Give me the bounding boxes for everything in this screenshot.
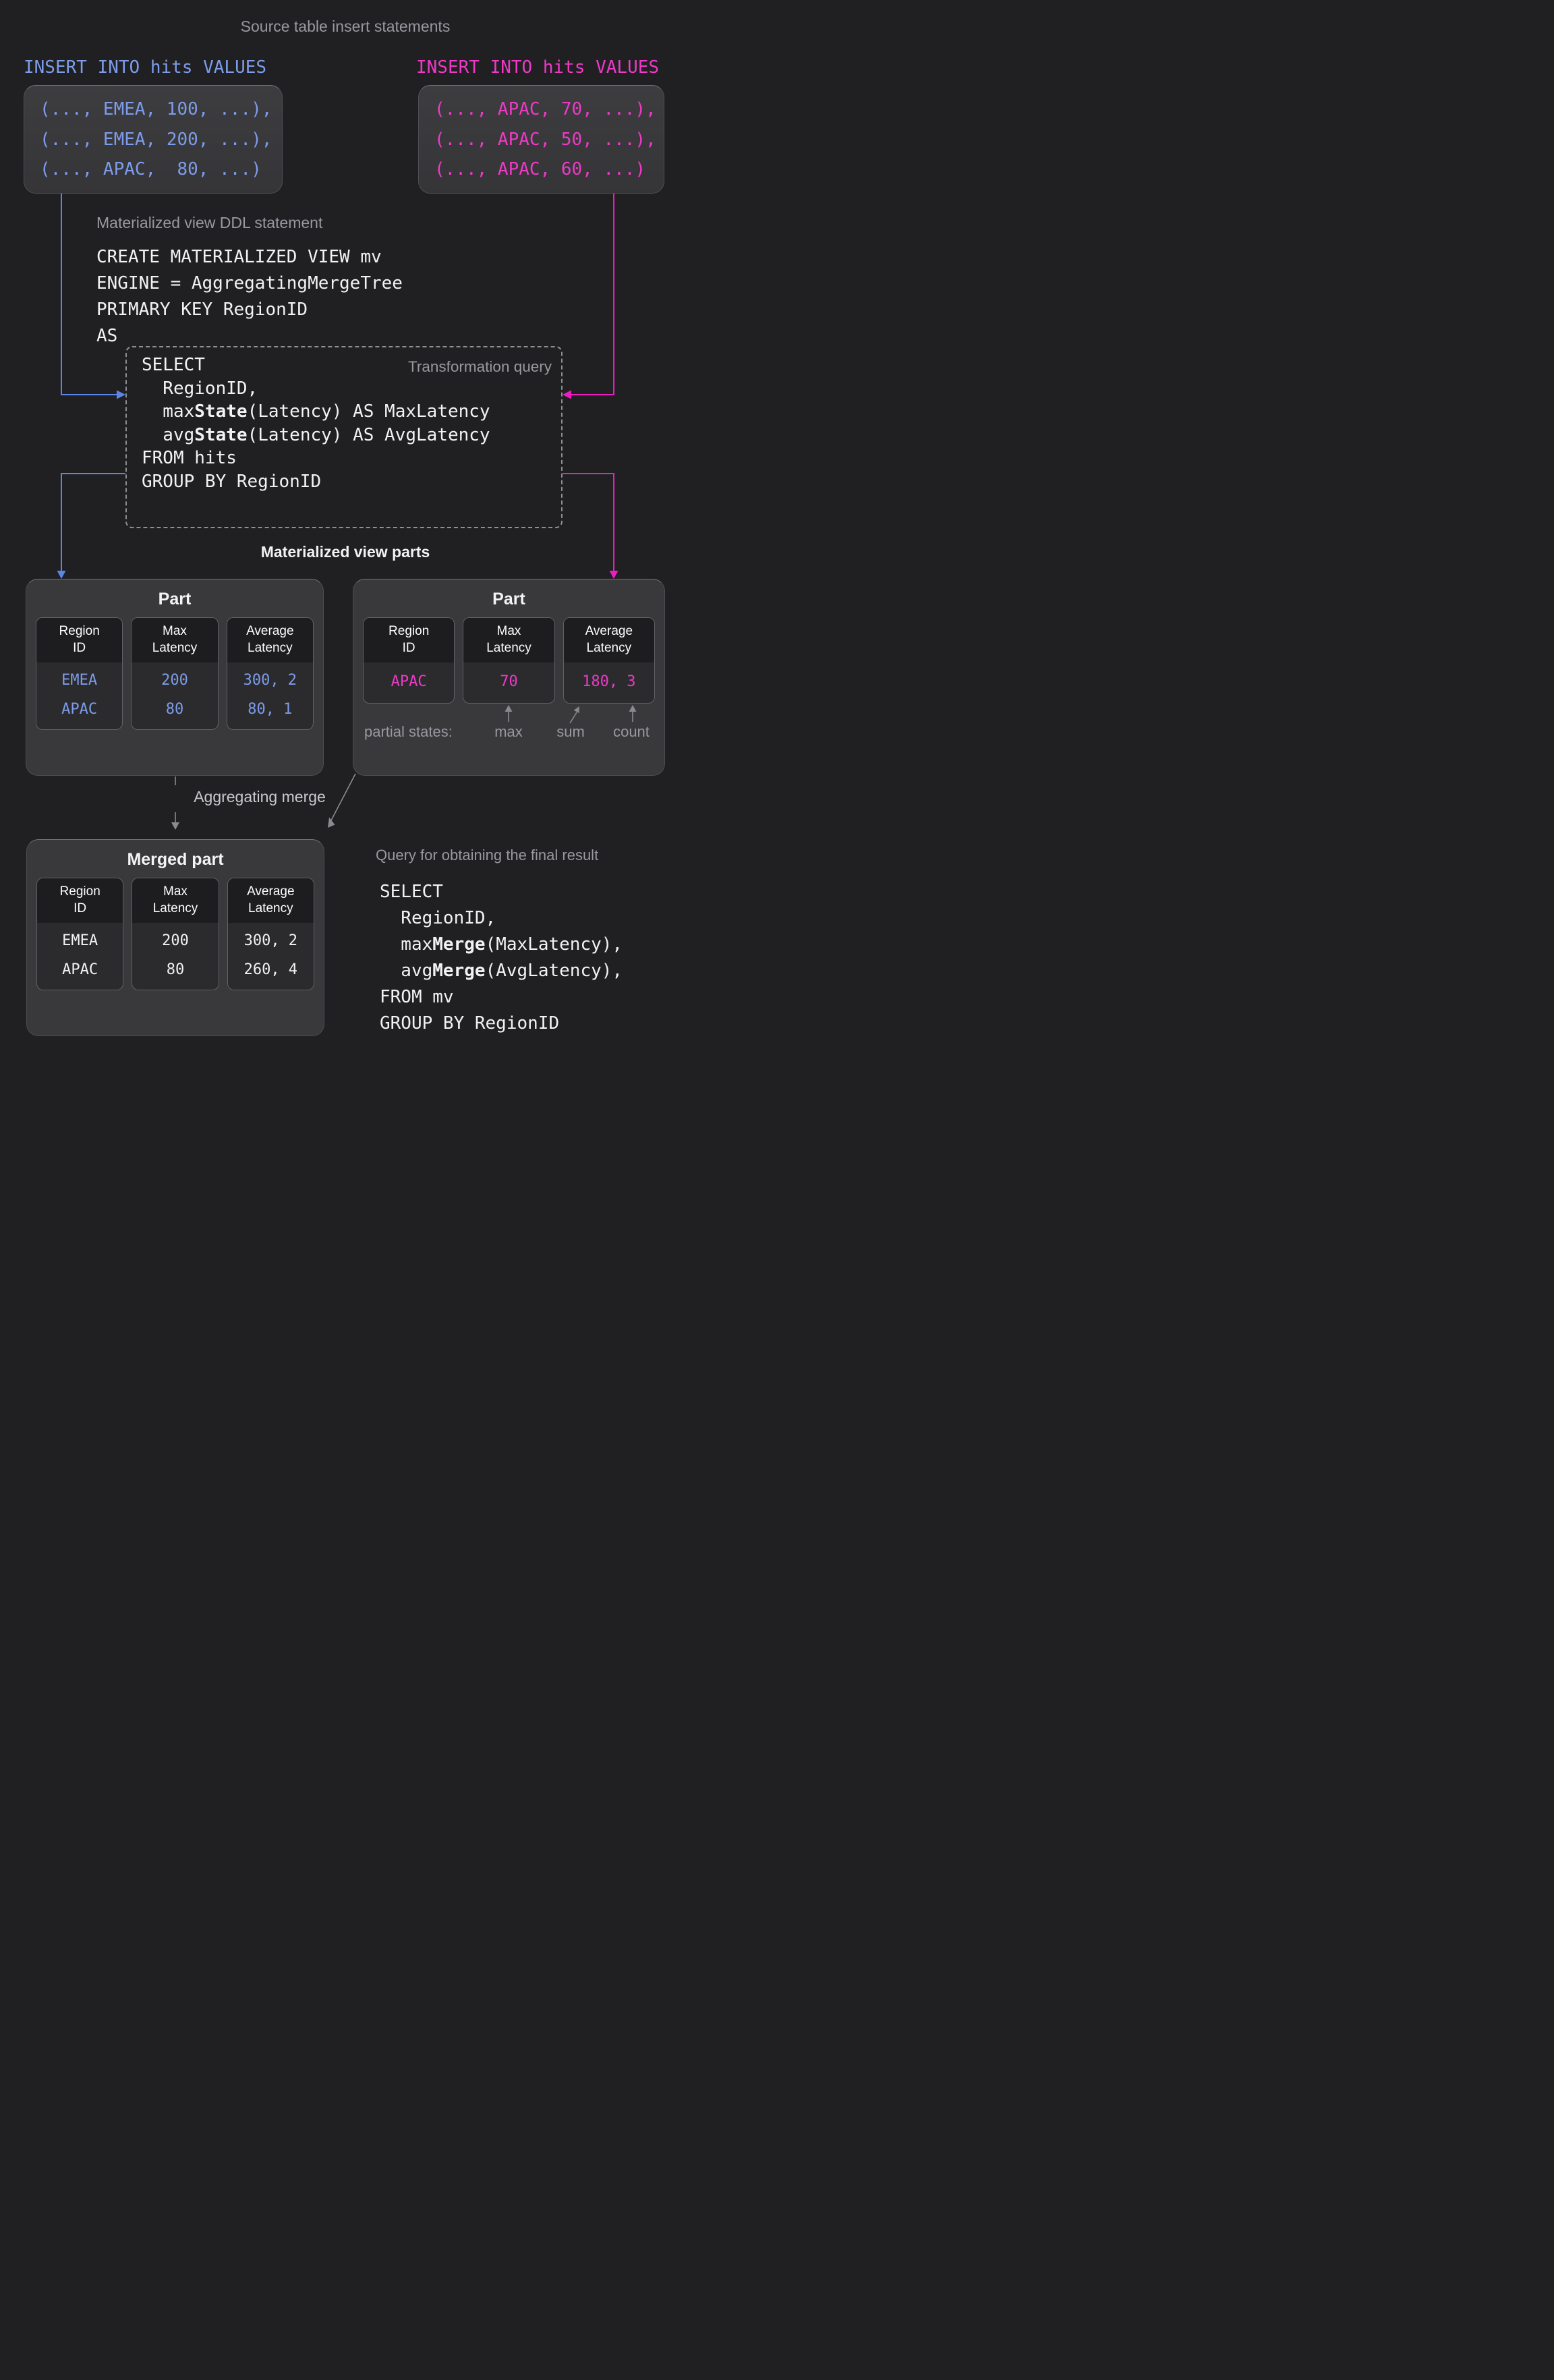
cell: APAC [62,961,98,979]
cell: 80, 1 [248,701,292,718]
column-values: 200 80 [132,662,217,729]
column-header: MaxLatency [463,618,554,662]
code-line: GROUP BY RegionID [142,470,490,494]
table-column: MaxLatency 70 [463,617,554,704]
aggregating-merge-label: Aggregating merge [159,788,361,806]
column-values: EMEA APAC [36,662,122,729]
cell: APAC [391,673,427,691]
code-line: RegionID, [142,377,490,401]
merge-arrowhead-down-icon [171,822,179,830]
cell: APAC [61,701,97,718]
code-line: SELECT [142,353,490,377]
code-line: FROM hits [142,447,490,470]
code-line: (..., EMEA, 100, ...), [40,94,282,125]
pink-connector-in [569,194,614,395]
code-line: avgState(Latency) AS AvgLatency [142,424,490,447]
code-line: GROUP BY RegionID [380,1011,623,1037]
column-values: APAC [364,662,454,703]
part-box-right: Part RegionID APAC MaxLatency 70 AverageLate… [353,579,665,776]
part-box-left: Part RegionID EMEA APAC MaxLatency 200 80 Aver… [26,579,324,776]
partial-sum-label: sum [550,723,591,741]
column-values: 70 [463,662,554,703]
code-line: RegionID, [380,905,623,932]
table-column: MaxLatency 200 80 [131,617,218,730]
column-values: EMEA APAC [37,923,123,990]
table-column: RegionID EMEA APAC [36,617,123,730]
insert-left-values: (..., EMEA, 100, ...),(..., EMEA, 200, .… [24,86,282,185]
code-line: PRIMARY KEY RegionID [96,297,403,323]
code-line: (..., APAC, 70, ...), [434,94,664,125]
cell: EMEA [62,932,98,950]
partial-max-label: max [488,723,529,741]
page-title: Source table insert statements [0,18,691,36]
cell: 70 [500,673,518,691]
ddl-label: Materialized view DDL statement [96,214,322,232]
table-column: AverageLatency 180, 3 [563,617,655,704]
diagram-canvas: Source table insert statements INSERT IN… [0,0,691,1058]
part-title: Part [26,589,323,609]
code-line: FROM mv [380,984,623,1011]
code-line: maxState(Latency) AS MaxLatency [142,400,490,424]
cell: 300, 2 [244,932,297,950]
column-header: MaxLatency [132,618,217,662]
pink-arrowhead-down-icon [610,571,618,579]
pink-arrowhead-left-icon [563,391,571,399]
cell: 80 [166,701,184,718]
merge-diagonal-arrowhead-icon [328,818,335,828]
column-values: 180, 3 [564,662,654,703]
column-values: 300, 2 260, 4 [228,923,314,990]
merged-part-box: Merged part RegionIDEMEAAPACMaxLatency20… [26,839,324,1036]
column-header: AverageLatency [227,618,313,662]
final-query-code: SELECT RegionID, maxMerge(MaxLatency), a… [380,879,623,1037]
table-column: AverageLatency 300, 2 80, 1 [227,617,314,730]
column-header: RegionID [37,878,123,923]
part-title: Part [353,589,664,609]
cell: 300, 2 [243,672,297,689]
part-table: RegionID EMEA APAC MaxLatency 200 80 AverageLa… [26,609,323,730]
column-values: 300, 2 80, 1 [227,662,313,729]
final-query-label: Query for obtaining the final result [376,847,598,864]
table-column: MaxLatency 200 80 [132,878,219,990]
insert-right-values: (..., APAC, 70, ...),(..., APAC, 50, ...… [419,86,664,185]
partial-states-label: partial states: [364,723,453,741]
code-line: avgMerge(AvgLatency), [380,958,623,984]
insert-left-box: (..., EMEA, 100, ...),(..., EMEA, 200, .… [24,85,283,194]
column-header: AverageLatency [564,618,654,662]
code-line: (..., EMEA, 200, ...), [40,125,282,155]
materialized-view-parts-heading: Materialized view parts [0,543,691,561]
blue-arrowhead-right-icon [117,391,125,399]
part-table: RegionID APAC MaxLatency 70 AverageLatency 18… [353,609,664,704]
cell: 200 [161,672,188,689]
code-line: (..., APAC, 60, ...) [434,154,664,185]
cell: 260, 4 [244,961,297,979]
code-line: (..., APAC, 50, ...), [434,125,664,155]
column-header: MaxLatency [132,878,218,923]
code-line: CREATE MATERIALIZED VIEW mv [96,244,403,271]
table-column: RegionID APAC [363,617,455,704]
column-header: RegionID [36,618,122,662]
cell: 80 [167,961,185,979]
code-line: SELECT [380,879,623,905]
column-header: AverageLatency [228,878,314,923]
cell: 200 [162,932,189,950]
code-line: ENGINE = AggregatingMergeTree [96,271,403,297]
code-line: maxMerge(MaxLatency), [380,932,623,958]
table-column: AverageLatency 300, 2 260, 4 [227,878,314,990]
insert-right-box: (..., APAC, 70, ...),(..., APAC, 50, ...… [418,85,664,194]
column-values: 200 80 [132,923,218,990]
insert-right-heading: INSERT INTO hits VALUES [416,57,659,78]
merged-part-table: RegionID EMEA APAC MaxLatency 200 80 AverageLa… [27,870,324,990]
ddl-code: CREATE MATERIALIZED VIEW mvENGINE = Aggr… [96,244,403,349]
column-header: RegionID [364,618,454,662]
merged-part-title: Merged part [27,849,324,870]
code-line: (..., APAC, 80, ...) [40,154,282,185]
insert-left-heading: INSERT INTO hits VALUES [24,57,266,78]
blue-arrowhead-down-icon [57,571,66,579]
partial-count-label: count [608,723,655,741]
table-column: RegionID EMEA APAC [36,878,123,990]
transformation-query-code: SELECT RegionID, maxState(Latency) AS Ma… [142,353,490,493]
cell: EMEA [61,672,97,689]
cell: 180, 3 [582,673,635,691]
